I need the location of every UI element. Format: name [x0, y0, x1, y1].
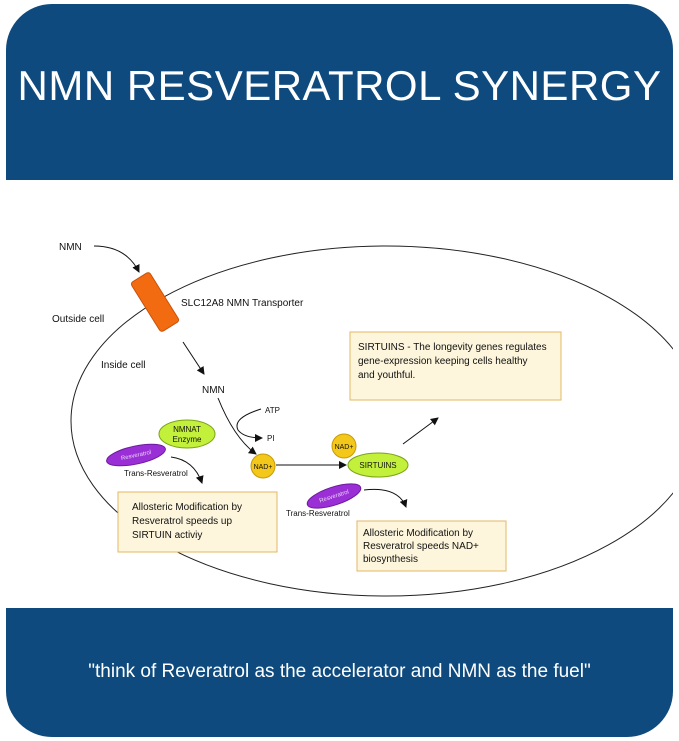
- nad-left-icon: [250, 453, 276, 479]
- note-right-line1: Allosteric Modification by: [363, 528, 473, 539]
- outside-cell-label: Outside cell: [52, 314, 104, 325]
- note-sirtuins-line1: SIRTUINS - The longevity genes regulates: [358, 342, 547, 353]
- nmn-inside-label: NMN: [202, 385, 225, 396]
- page-title: NMN RESVERATROL SYNERGY: [17, 62, 662, 109]
- trans-resveratrol-right-label: Trans-Resveratrol: [286, 509, 350, 518]
- nad-left-label: NAD+: [254, 464, 273, 471]
- right-allosteric-note: Allosteric Modification by Resveratrol s…: [356, 520, 507, 572]
- note-right-line3: biosynthesis: [363, 554, 418, 565]
- resveratrol-left-icon: [106, 443, 166, 467]
- sirtuins-shape-label: SIRTUINS: [359, 461, 396, 470]
- arrow-transporter-nmn: [182, 341, 205, 375]
- left-allosteric-note: Allosteric Modification by Resveratrol s…: [117, 491, 278, 553]
- sirtuins-icon: [347, 452, 409, 478]
- note-sirtuins-line3: and youthful.: [358, 370, 415, 381]
- nmn-outside-label: NMN: [59, 242, 82, 253]
- arrow-resveratrol-left: [170, 456, 204, 484]
- note-left-line1: Allosteric Modification by: [132, 502, 242, 513]
- trans-resveratrol-left-label: Trans-Resveratrol: [124, 469, 188, 478]
- arrow-resveratrol-right: [363, 488, 408, 508]
- arrow-nmn-nad: [217, 397, 257, 455]
- inside-cell-label: Inside cell: [101, 360, 145, 371]
- diagram-panel: NMN SLC12A8 NMN Transporter Outside cell…: [6, 180, 673, 608]
- note-right-line2: Resveratrol speeds NAD+: [363, 541, 479, 552]
- arrow-sirtuins-note: [402, 417, 439, 445]
- sirtuins-note: SIRTUINS - The longevity genes regulates…: [349, 331, 562, 401]
- infographic-card: NMN RESVERATROL SYNERGY NMN SLC12A8 NMN …: [6, 4, 673, 737]
- note-left-line3: SIRTUIN activiy: [132, 530, 202, 541]
- note-left-line2: Resveratrol speeds up: [132, 516, 232, 527]
- pi-label: PI: [267, 434, 275, 443]
- nmnat-enzyme-icon: [158, 419, 216, 449]
- cell-membrane: [70, 245, 673, 597]
- pathway-diagram: NMN SLC12A8 NMN Transporter Outside cell…: [52, 242, 673, 597]
- arrow-atp-pi: [236, 408, 263, 442]
- atp-label: ATP: [265, 406, 280, 415]
- arrow-nmn-in: [93, 245, 140, 273]
- resveratrol-right-icon: [306, 483, 362, 509]
- transporter-icon: [130, 272, 180, 332]
- note-sirtuins-line2: gene-expression keeping cells healthy: [358, 356, 528, 367]
- nad-top-label: NAD+: [335, 444, 354, 451]
- enzyme-label-line1: NMNAT: [173, 425, 201, 434]
- enzyme-label-line2: Enzyme: [173, 435, 202, 444]
- tagline-quote: "think of Reveratrol as the accelerator …: [88, 661, 591, 682]
- nad-top-icon: [331, 433, 357, 459]
- transporter-label: SLC12A8 NMN Transporter: [181, 298, 304, 309]
